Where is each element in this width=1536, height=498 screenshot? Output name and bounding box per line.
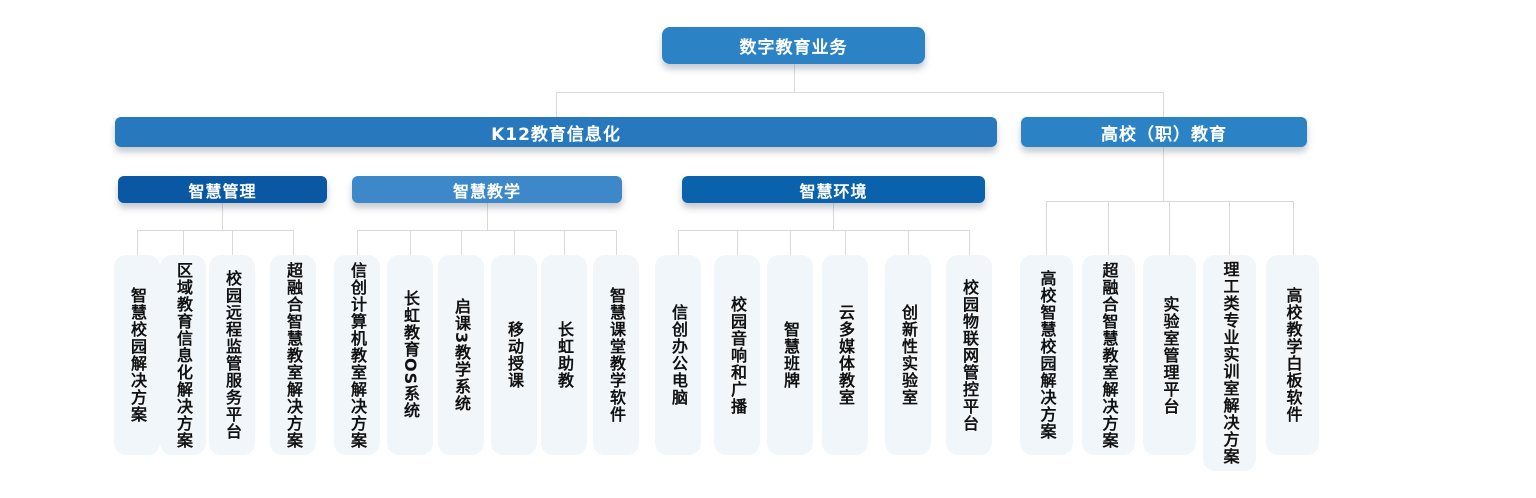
node-smart-management: 智慧管理 [118, 176, 327, 203]
leaf-card: 超融合智慧教室解决方案 [270, 255, 316, 455]
leaf-card: 移动授课 [491, 255, 537, 455]
node-smart-management-label: 智慧管理 [188, 181, 257, 201]
connector-line [737, 230, 738, 255]
connector-line [794, 64, 795, 92]
connector-line [556, 92, 557, 117]
connector-line [410, 230, 411, 255]
node-root: 数字教育业务 [662, 27, 925, 64]
connector-line [616, 230, 617, 255]
leaf-card: 区域教育信息化解决方案 [160, 255, 206, 455]
leaf-card: 高校教学白板软件 [1266, 255, 1319, 455]
connector-line [357, 230, 616, 231]
connector-line [678, 230, 969, 231]
leaf-label: 云多媒体教室 [836, 304, 855, 406]
leaf-card: 高校智慧校园解决方案 [1020, 255, 1073, 455]
leaf-label: 超融合智慧教室解决方案 [1099, 261, 1119, 449]
leaf-label: 理工类专业实训室解决方案 [1220, 261, 1240, 465]
connector-line [845, 230, 846, 255]
leaf-label: 信创计算机教室解决方案 [348, 261, 367, 449]
node-k12-education: K12教育信息化 [115, 117, 997, 147]
leaf-label: 启课3教学系统 [452, 297, 471, 413]
connector-line [293, 230, 294, 255]
leaf-label: 高校教学白板软件 [1283, 287, 1303, 423]
connector-line [564, 230, 565, 255]
leaf-card: 创新性实验室 [885, 255, 931, 455]
leaf-card: 校园物联网管控平台 [946, 255, 992, 455]
connector-line [222, 203, 223, 230]
node-root-label: 数字教育业务 [739, 38, 848, 58]
connector-line [1046, 201, 1047, 255]
leaf-card: 超融合智慧教室解决方案 [1082, 255, 1135, 455]
leaf-card: 智慧班牌 [767, 255, 813, 455]
node-smart-environment-label: 智慧环境 [799, 181, 868, 201]
leaf-card: 启课3教学系统 [438, 255, 484, 455]
connector-line [678, 230, 679, 255]
leaf-card: 校园音响和广播 [714, 255, 760, 455]
leaf-label: 区域教育信息化解决方案 [174, 261, 193, 449]
leaf-label: 校园音响和广播 [728, 295, 747, 415]
leaf-card: 信创办公电脑 [655, 255, 701, 455]
connector-line [183, 230, 184, 255]
connector-line [137, 230, 293, 231]
connector-line [790, 230, 791, 255]
leaf-card: 校园远程监管服务平台 [209, 255, 255, 455]
connector-line [137, 230, 138, 255]
connector-line [357, 230, 358, 255]
leaf-label: 校园远程监管服务平台 [223, 270, 242, 440]
connector-line [833, 203, 834, 230]
leaf-label: 信创办公电脑 [669, 304, 688, 406]
leaf-label: 移动授课 [505, 321, 524, 389]
node-k12-label: K12教育信息化 [491, 124, 621, 145]
leaf-label: 智慧校园解决方案 [128, 287, 147, 423]
connector-line [556, 92, 1163, 93]
connector-line [1163, 147, 1164, 201]
leaf-card: 长虹教育OS系统 [387, 255, 433, 455]
leaf-label: 智慧课堂教学软件 [607, 287, 626, 423]
leaf-label: 高校智慧校园解决方案 [1037, 270, 1057, 440]
leaf-label: 实验室管理平台 [1160, 295, 1180, 415]
node-smart-environment: 智慧环境 [682, 176, 985, 203]
node-smart-teaching: 智慧教学 [352, 176, 622, 203]
node-higher-label: 高校（职）教育 [1101, 124, 1227, 145]
leaf-card: 实验室管理平台 [1143, 255, 1196, 455]
leaf-label: 校园物联网管控平台 [960, 278, 979, 432]
connector-line [514, 230, 515, 255]
leaf-card: 信创计算机教室解决方案 [334, 255, 380, 455]
connector-line [969, 230, 970, 255]
leaf-label: 创新性实验室 [899, 304, 918, 406]
leaf-label: 超融合智慧教室解决方案 [284, 261, 303, 449]
connector-line [232, 230, 233, 255]
leaf-label: 长虹助教 [555, 321, 574, 389]
connector-line [1163, 92, 1164, 117]
node-smart-teaching-label: 智慧教学 [452, 181, 521, 201]
connector-line [1229, 201, 1230, 255]
node-higher-education: 高校（职）教育 [1021, 117, 1307, 147]
leaf-card: 云多媒体教室 [822, 255, 868, 455]
connector-line [1293, 201, 1294, 255]
leaf-card: 智慧课堂教学软件 [593, 255, 639, 455]
connector-line [461, 230, 462, 255]
connector-line [1108, 201, 1109, 255]
leaf-card: 理工类专业实训室解决方案 [1203, 255, 1256, 471]
connector-line [1169, 201, 1170, 255]
leaf-card: 长虹助教 [541, 255, 587, 455]
leaf-label: 长虹教育OS系统 [401, 290, 420, 420]
connector-line [908, 230, 909, 255]
leaf-label: 智慧班牌 [781, 321, 800, 389]
leaf-card: 智慧校园解决方案 [114, 255, 160, 455]
connector-line [487, 203, 488, 230]
